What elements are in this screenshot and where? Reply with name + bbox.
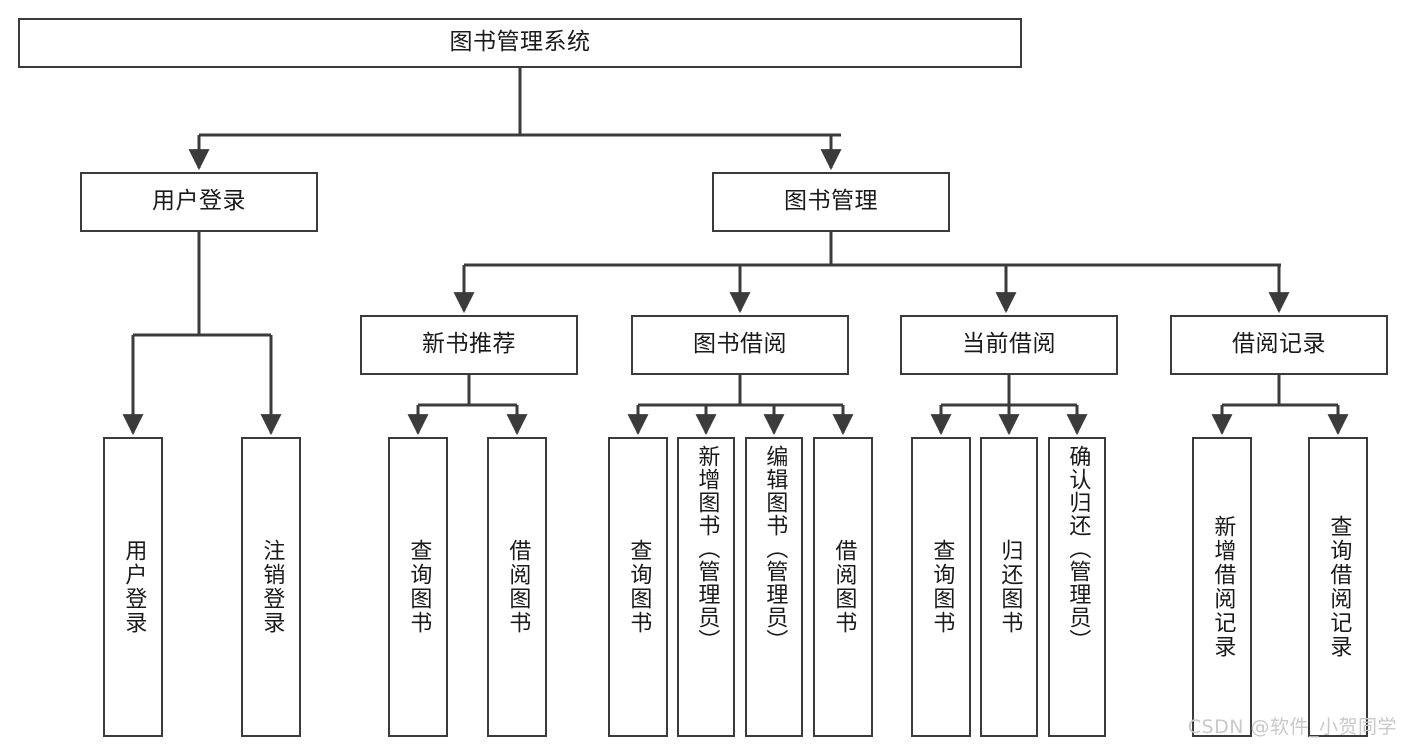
node-borrowing-records-label: 借阅记录 bbox=[1232, 331, 1326, 358]
leaf-new-books-borrow[interactable]: 借阅图书 bbox=[487, 437, 547, 737]
leaf-borrow-books-query-label: 查询图书 bbox=[626, 539, 652, 635]
node-user-login-label: 用户登录 bbox=[152, 188, 246, 215]
leaf-user-login-signin-label: 用户登录 bbox=[121, 539, 147, 635]
node-user-login[interactable]: 用户登录 bbox=[80, 172, 318, 232]
leaf-current-borrow-query[interactable]: 查询图书 bbox=[911, 437, 971, 737]
leaf-borrow-books-edit-label: 编辑图书（管理员） bbox=[762, 445, 788, 652]
leaf-records-add-label: 新增借阅记录 bbox=[1210, 515, 1236, 659]
leaf-records-query-label: 查询借阅记录 bbox=[1326, 515, 1352, 659]
leaf-new-books-query[interactable]: 查询图书 bbox=[388, 437, 448, 737]
node-book-borrowing-label: 图书借阅 bbox=[693, 331, 787, 358]
leaf-user-login-signout-label: 注销登录 bbox=[259, 539, 285, 635]
leaf-current-borrow-confirm[interactable]: 确认归还（管理员） bbox=[1048, 437, 1106, 737]
leaf-new-books-borrow-label: 借阅图书 bbox=[505, 539, 531, 635]
node-new-book-recommendation[interactable]: 新书推荐 bbox=[360, 315, 578, 375]
node-root-system[interactable]: 图书管理系统 bbox=[18, 18, 1022, 68]
leaf-current-borrow-confirm-label: 确认归还（管理员） bbox=[1065, 445, 1091, 652]
leaf-records-add[interactable]: 新增借阅记录 bbox=[1192, 437, 1252, 737]
leaf-current-borrow-return[interactable]: 归还图书 bbox=[980, 437, 1038, 737]
node-root-system-label: 图书管理系统 bbox=[449, 29, 591, 56]
leaf-borrow-books-query[interactable]: 查询图书 bbox=[608, 437, 668, 737]
node-current-borrowing-label: 当前借阅 bbox=[962, 331, 1056, 358]
node-book-borrowing[interactable]: 图书借阅 bbox=[631, 315, 849, 375]
leaf-borrow-books-borrow-label: 借阅图书 bbox=[831, 539, 857, 635]
node-current-borrowing[interactable]: 当前借阅 bbox=[900, 315, 1118, 375]
leaf-new-books-query-label: 查询图书 bbox=[406, 539, 432, 635]
node-borrowing-records[interactable]: 借阅记录 bbox=[1170, 315, 1388, 375]
node-book-management[interactable]: 图书管理 bbox=[712, 172, 950, 232]
leaf-borrow-books-add-label: 新增图书（管理员） bbox=[694, 445, 720, 652]
leaf-current-borrow-query-label: 查询图书 bbox=[929, 539, 955, 635]
leaf-user-login-signin[interactable]: 用户登录 bbox=[103, 437, 163, 737]
leaf-borrow-books-edit[interactable]: 编辑图书（管理员） bbox=[745, 437, 803, 737]
watermark-text: CSDN @软件_小贺同学 bbox=[1187, 716, 1397, 738]
leaf-borrow-books-add[interactable]: 新增图书（管理员） bbox=[677, 437, 735, 737]
node-book-management-label: 图书管理 bbox=[784, 188, 878, 215]
leaf-borrow-books-borrow[interactable]: 借阅图书 bbox=[813, 437, 873, 737]
leaf-current-borrow-return-label: 归还图书 bbox=[997, 539, 1023, 635]
leaf-user-login-signout[interactable]: 注销登录 bbox=[241, 437, 301, 737]
leaf-records-query[interactable]: 查询借阅记录 bbox=[1308, 437, 1368, 737]
node-new-book-recommendation-label: 新书推荐 bbox=[422, 331, 516, 358]
